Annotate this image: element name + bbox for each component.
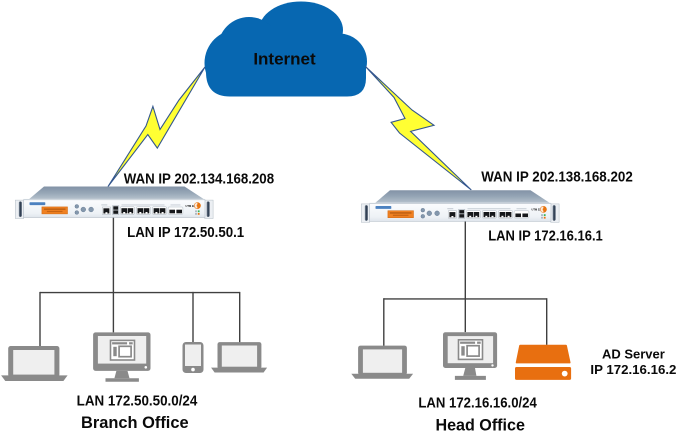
svg-text:Internet: Internet	[253, 50, 316, 69]
svg-text:WAN IP 202.134.168.208: WAN IP 202.134.168.208	[124, 170, 274, 187]
svg-text:WAN IP 202.138.168.202: WAN IP 202.138.168.202	[481, 168, 633, 185]
svg-text:Head Office: Head Office	[435, 416, 525, 435]
svg-text:LAN 172.50.50.0/24: LAN 172.50.50.0/24	[77, 394, 198, 410]
svg-text:LAN IP 172.16.16.1: LAN IP 172.16.16.1	[488, 227, 603, 244]
svg-text:LAN IP 172.50.50.1: LAN IP 172.50.50.1	[127, 224, 244, 241]
svg-text:IP 172.16.16.2: IP 172.16.16.2	[590, 362, 676, 377]
svg-text:Branch Office: Branch Office	[81, 413, 189, 432]
svg-text:LAN 172.16.16.0/24: LAN 172.16.16.0/24	[418, 396, 536, 412]
svg-text:AD Server: AD Server	[602, 347, 665, 362]
